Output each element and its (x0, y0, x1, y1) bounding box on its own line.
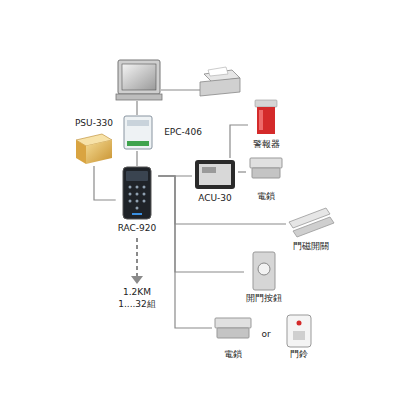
device-node: 門磁開關 (286, 206, 336, 252)
wire-connector (238, 171, 246, 172)
device-label: ACU-30 (198, 193, 232, 204)
device-label: 電鎖 (257, 191, 275, 202)
device-label: EPC-406 (164, 127, 202, 138)
device-node: EPC-406 (120, 113, 202, 151)
device-node: PSU-330 (72, 118, 116, 166)
device-node: RAC-920 (116, 166, 159, 234)
device-label: RAC-920 (118, 223, 157, 234)
device-node: ACU-30 (192, 158, 238, 204)
device-label: 開門按鈕 (246, 293, 282, 304)
device-label: 警報器 (253, 139, 280, 150)
device-node: 警報器 (248, 98, 284, 150)
wire-connector (94, 166, 116, 200)
wire-connector (158, 176, 286, 224)
device-label: 門磁開關 (293, 241, 329, 252)
alternative-note: or (261, 329, 270, 340)
wire-connector (136, 151, 137, 166)
distance-note: 1.2KM (123, 287, 151, 298)
wire-connector (230, 125, 248, 158)
device-label: 電鎖 (224, 349, 242, 360)
device-node: 電鎖 (246, 152, 286, 202)
device-label: 門鈴 (290, 349, 308, 360)
device-label: PSU-330 (75, 118, 113, 129)
distance-note: 1....32組 (118, 299, 156, 310)
wire-connector (158, 176, 244, 272)
device-node: 開門按鈕 (244, 250, 284, 304)
device-node: 電鎖 (212, 312, 254, 360)
device-node: 門鈴 (283, 312, 315, 360)
